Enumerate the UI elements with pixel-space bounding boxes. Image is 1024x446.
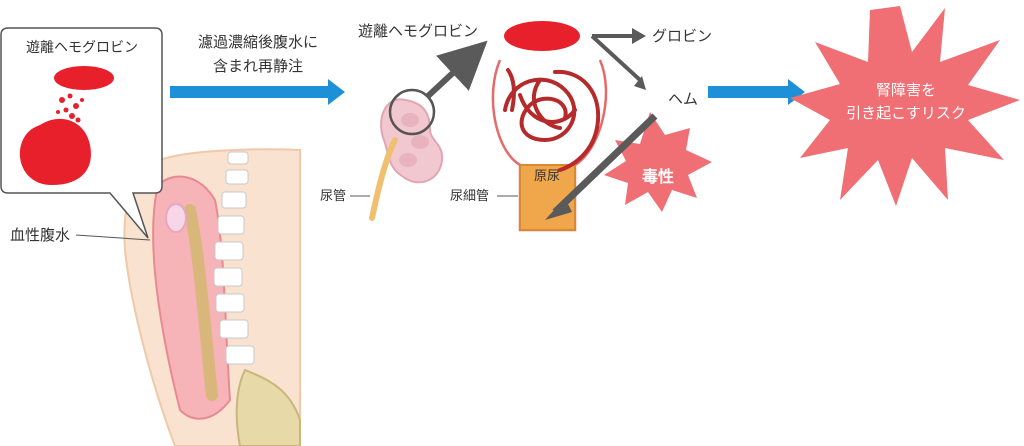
process-text-line2: 含まれ再静注 xyxy=(213,57,303,75)
ascites-leader-line xyxy=(75,234,151,241)
process-text-line1: 濾過濃縮後腹水に xyxy=(198,33,318,51)
hemolysis-fragments xyxy=(56,93,84,123)
hemoglobin-molecule-large xyxy=(504,21,580,51)
nephron: 原尿 xyxy=(491,59,608,232)
arrowhead-globin xyxy=(632,28,646,44)
risk-text-line2: 引き起こすリスク xyxy=(846,104,966,122)
primary-urine-label: 原尿 xyxy=(534,169,560,184)
red-blood-cell xyxy=(19,118,91,185)
heme-label: ヘム xyxy=(668,90,698,108)
ureter-tube xyxy=(369,137,398,221)
arrowhead-heme xyxy=(634,76,646,90)
kidney xyxy=(369,88,444,221)
globin-label: グロビン xyxy=(652,27,712,45)
magnifier-circle xyxy=(388,88,436,136)
hemoglobin-molecule-small xyxy=(54,66,114,90)
risk-text-line1: 腎障害を xyxy=(876,81,936,99)
ascites-label: 血性腹水 xyxy=(10,226,70,244)
gray-arrow-heme-to-tubule xyxy=(552,113,658,215)
intestine xyxy=(184,204,218,401)
toxicity-burst xyxy=(604,112,712,212)
speech-bubble: 遊離ヘモグロビン xyxy=(0,27,163,239)
free-hemoglobin-label: 遊離ヘモグロビン xyxy=(358,22,478,40)
gray-arrow-to-nephron xyxy=(424,40,488,100)
glomerulus xyxy=(503,68,601,172)
arrowhead-tubule xyxy=(545,198,572,220)
abdomen-cross-section xyxy=(123,148,301,446)
split-arrow-lines xyxy=(590,34,642,82)
toxicity-label: 毒性 xyxy=(642,167,674,186)
spine xyxy=(213,151,255,365)
blue-arrow-to-risk xyxy=(708,79,805,105)
tubule-label: 尿細管 xyxy=(450,189,489,204)
bladder xyxy=(235,368,301,446)
blue-arrow-to-kidney xyxy=(170,79,345,105)
ureter-label: 尿管 xyxy=(320,189,346,204)
risk-burst xyxy=(790,6,1020,206)
bubble-free-hemoglobin-label: 遊離ヘモグロビン xyxy=(26,39,138,56)
